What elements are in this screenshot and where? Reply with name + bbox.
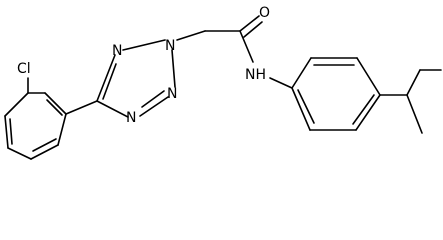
bond xyxy=(239,15,260,32)
bond xyxy=(9,118,13,145)
bond xyxy=(65,100,98,115)
atom-label-n2: N xyxy=(165,38,175,54)
bond xyxy=(57,113,67,146)
nitrogen-atom-2: N xyxy=(165,38,175,54)
bond xyxy=(356,57,381,96)
structure-diagram: Cl N N N N O NH xyxy=(4,5,442,160)
bond xyxy=(297,89,315,124)
nitrogen-atom-3: N xyxy=(167,86,177,102)
nitrogen-atom-1: N xyxy=(112,43,122,59)
atom-label-n3: N xyxy=(167,86,177,102)
bond xyxy=(239,30,254,63)
bond xyxy=(44,92,67,115)
bond xyxy=(176,30,206,41)
bond xyxy=(30,144,59,160)
bond xyxy=(96,100,129,118)
bond xyxy=(139,96,169,117)
atom-label-layer: Cl N N N N O NH xyxy=(17,5,270,126)
bond xyxy=(291,57,312,89)
atom-label-nh: NH xyxy=(245,67,266,83)
bond xyxy=(46,99,63,116)
atom-label-cl: Cl xyxy=(17,61,31,77)
bond xyxy=(32,138,57,152)
bond xyxy=(406,94,423,134)
chlorine-atom: Cl xyxy=(17,61,31,77)
bond xyxy=(269,77,293,89)
atom-label-o1: O xyxy=(259,5,270,21)
bond xyxy=(102,63,117,100)
bond xyxy=(243,21,263,38)
bond xyxy=(406,69,421,96)
bond-layer xyxy=(4,15,442,160)
atom-label-n4: N xyxy=(126,110,136,126)
nitrogen-atom-4: N xyxy=(126,110,136,126)
oxygen-atom: O xyxy=(259,5,270,21)
bond xyxy=(96,54,116,102)
amide-nh-group: NH xyxy=(245,67,266,83)
atom-label-n1: N xyxy=(112,43,122,59)
bond xyxy=(122,39,166,51)
bond xyxy=(352,94,375,125)
bond xyxy=(141,90,165,108)
bond xyxy=(7,147,32,160)
bond xyxy=(4,115,9,149)
bond xyxy=(171,49,176,88)
bond xyxy=(355,94,381,131)
bond xyxy=(4,92,29,117)
bond xyxy=(291,87,311,131)
